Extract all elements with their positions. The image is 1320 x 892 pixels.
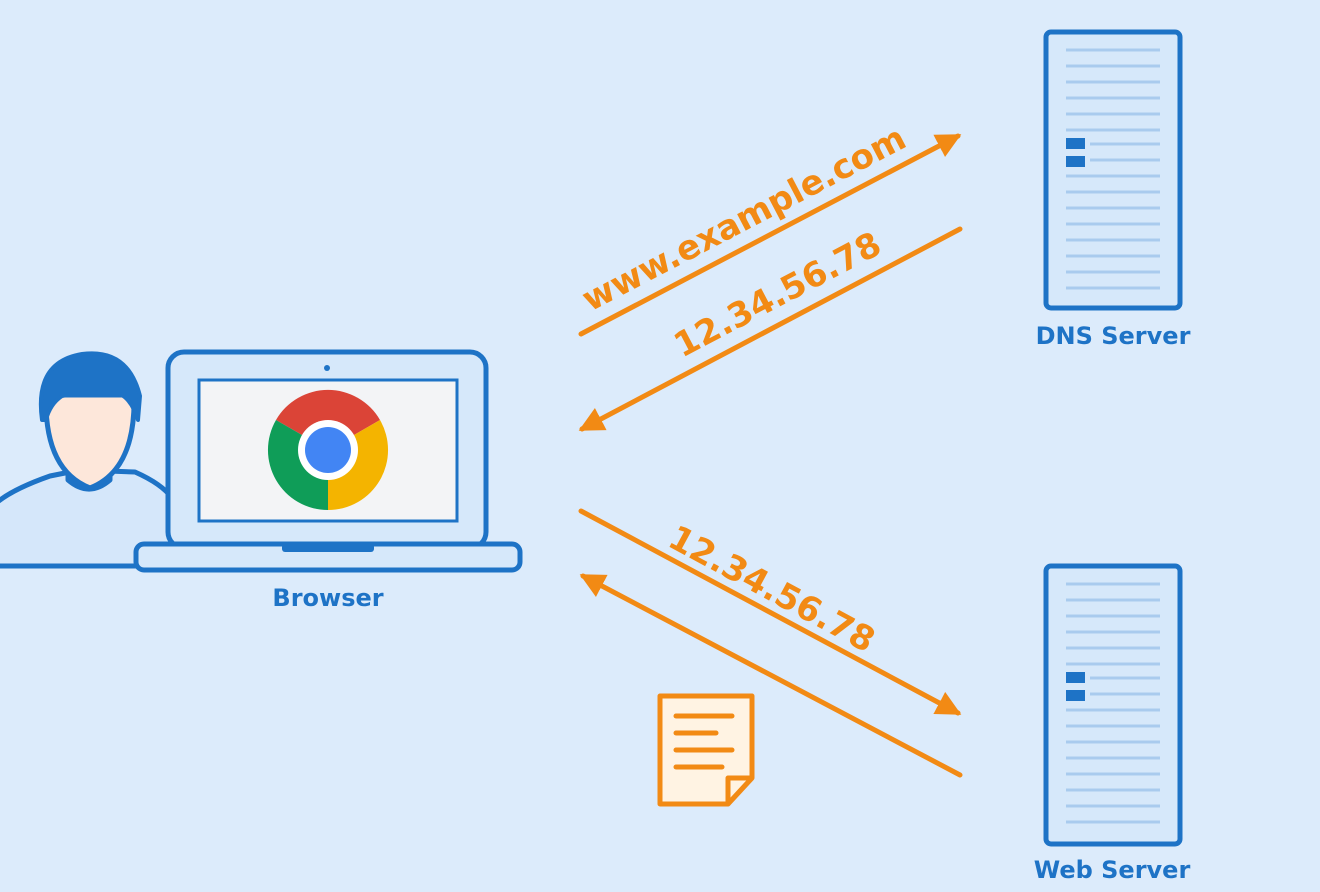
web-request-arrow [578, 508, 962, 716]
arrows [578, 133, 963, 778]
user-head [43, 392, 137, 491]
server-tower [1043, 563, 1183, 847]
laptop-camera [324, 365, 330, 371]
dns-server-label: DNS Server [1036, 322, 1191, 350]
server-drive-2 [1066, 156, 1085, 167]
browser-label: Browser [272, 584, 383, 612]
laptop-notch [282, 544, 374, 552]
web-server-icon [1043, 563, 1183, 847]
user-hair [38, 351, 142, 422]
dns-server-icon [1043, 29, 1183, 311]
web-request-label: 12.34.56.78 [662, 518, 882, 661]
laptop-icon [133, 349, 523, 573]
user-icon [0, 351, 175, 569]
web-server-label: Web Server [1034, 856, 1191, 884]
web-response-arrow [579, 573, 963, 778]
dns-response-arrow [578, 226, 963, 432]
server-lines [1066, 48, 1160, 290]
server-drive-2 [1066, 690, 1085, 701]
server-lines [1066, 582, 1160, 824]
server-drive-1 [1066, 672, 1085, 683]
server-tower [1043, 29, 1183, 311]
server-drive-1 [1066, 138, 1085, 149]
document-icon [657, 693, 755, 807]
chrome-logo-icon [267, 389, 389, 511]
dns-request-arrow [578, 133, 962, 337]
